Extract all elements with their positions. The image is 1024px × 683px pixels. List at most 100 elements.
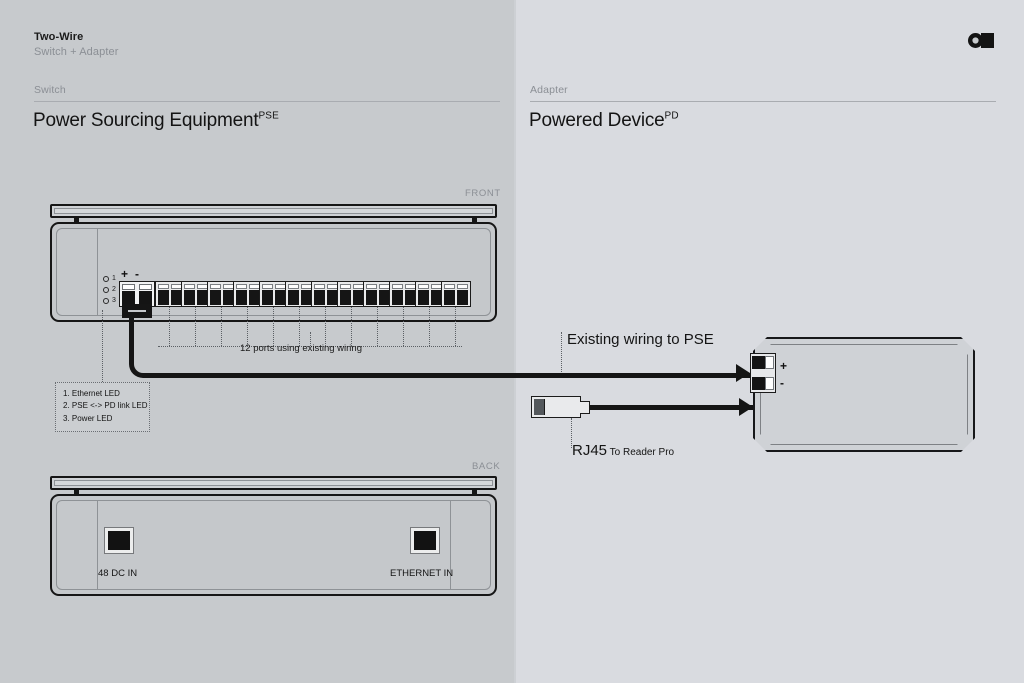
switch-port-jaw xyxy=(418,290,429,305)
ethernet-in-label: ETHERNET IN xyxy=(390,568,454,579)
switch-back-ear-right xyxy=(472,488,477,496)
switch-port-tick xyxy=(403,307,404,346)
switch-back-chassis-seam-left xyxy=(97,500,98,590)
pse-terminal-jaw-plus xyxy=(122,291,135,305)
switch-port-jaw xyxy=(158,290,169,305)
brand-subtitle: Switch + Adapter xyxy=(34,45,119,58)
switch-port-jaw xyxy=(223,290,234,305)
switch-port-tick xyxy=(247,307,248,346)
switch-port-tick xyxy=(273,307,274,346)
switch-front-ear-left xyxy=(74,216,79,224)
pd-adapter-body-inner xyxy=(760,344,968,445)
led-1-indicator xyxy=(103,276,109,282)
switch-port-jaw xyxy=(262,290,273,305)
pd-power-cable-wedge xyxy=(736,364,750,382)
pd-terminal-minus: - xyxy=(780,376,784,390)
switch-front-rack-bar xyxy=(50,204,497,218)
switch-port xyxy=(181,281,211,307)
pse-terminal-plus: + xyxy=(121,267,129,281)
pd-terminal-screw-minus xyxy=(765,377,774,390)
pd-terminal-jaw-minus xyxy=(752,377,766,390)
legend-leader-line xyxy=(102,310,103,382)
pd-terminal-plus: + xyxy=(780,359,788,373)
switch-port-jaw xyxy=(444,290,455,305)
circle-square-logo-icon xyxy=(968,33,994,48)
switch-port xyxy=(415,281,445,307)
rj45-callout-sub: To Reader Pro xyxy=(607,447,675,458)
legend-item-2: 2. PSE <-> PD link LED xyxy=(63,401,148,411)
switch-front-ear-right xyxy=(472,216,477,224)
switch-port-tick xyxy=(195,307,196,346)
ports-caption-leader xyxy=(310,332,311,346)
led-legend-box: 1. Ethernet LED 2. PSE <-> PD link LED 3… xyxy=(55,382,150,433)
pd-adapter-body xyxy=(753,337,975,452)
rj45-cable-wedge xyxy=(739,398,753,416)
switch-port-jaw xyxy=(366,290,377,305)
ports-bracket-line xyxy=(158,346,462,347)
switch-port-jaw xyxy=(301,290,312,305)
switch-port xyxy=(285,281,315,307)
switch-back-chassis-inner xyxy=(56,500,491,590)
switch-section-label: Switch xyxy=(34,84,66,96)
legend-item-3: 3. Power LED xyxy=(63,413,113,423)
switch-port-tick xyxy=(377,307,378,346)
back-view-tag: BACK xyxy=(472,461,501,472)
switch-port-jaw xyxy=(249,290,260,305)
switch-port-tick xyxy=(169,307,170,346)
switch-port-tick xyxy=(351,307,352,346)
pse-terminal-cable-leg-right xyxy=(146,304,152,316)
existing-wiring-callout: Existing wiring to PSE xyxy=(567,331,714,348)
adapter-section-title-text: Powered Device xyxy=(529,110,665,131)
rj45-clip-bar xyxy=(534,399,545,415)
switch-port-slot xyxy=(418,284,429,289)
switch-port xyxy=(155,281,185,307)
led-3-indicator xyxy=(103,298,109,304)
switch-section-title-text: Power Sourcing Equipment xyxy=(33,110,259,131)
adapter-section-title: Powered DevicePD xyxy=(529,110,679,132)
switch-port-jaw xyxy=(184,290,195,305)
switch-port xyxy=(233,281,263,307)
switch-front-chassis-seam xyxy=(97,228,98,316)
switch-port-jaw xyxy=(457,290,468,305)
rj45-boot xyxy=(580,401,590,414)
switch-port-tick xyxy=(299,307,300,346)
rj45-connector xyxy=(531,396,590,418)
switch-port-slot xyxy=(444,284,455,289)
switch-port xyxy=(337,281,367,307)
switch-port xyxy=(389,281,419,307)
switch-port-jaw xyxy=(197,290,208,305)
led-2-number: 2 xyxy=(112,286,116,293)
switch-port-slot xyxy=(314,284,325,289)
ports-caption: 12 ports using existing wiring xyxy=(240,343,362,354)
pse-terminal-jaw-minus xyxy=(139,291,152,305)
legend-item-1: 1. Ethernet LED xyxy=(63,389,120,398)
dc-in-label: 48 DC IN xyxy=(98,568,138,579)
switch-port-tick-lines xyxy=(155,307,465,347)
switch-port-tick xyxy=(221,307,222,346)
switch-port-slot xyxy=(262,284,273,289)
brand-block: Two-Wire Switch + Adapter xyxy=(34,30,118,60)
switch-port-jaw xyxy=(392,290,403,305)
switch-port-slot xyxy=(288,284,299,289)
switch-port-jaw xyxy=(405,290,416,305)
brand-title: Two-Wire xyxy=(34,31,84,43)
switch-port-slot xyxy=(392,284,403,289)
switch-port-jaw xyxy=(288,290,299,305)
switch-port-jaw xyxy=(275,290,286,305)
switch-port-row xyxy=(155,281,471,307)
switch-port-jaw xyxy=(210,290,221,305)
switch-port-slot xyxy=(184,284,195,289)
switch-section-title: Power Sourcing EquipmentPSE xyxy=(33,110,279,132)
switch-port-jaw xyxy=(327,290,338,305)
switch-section-title-sup: PSE xyxy=(258,110,280,122)
switch-port-jaw xyxy=(431,290,442,305)
switch-back-ear-left xyxy=(74,488,79,496)
switch-port-slot xyxy=(236,284,247,289)
rj45-callout: RJ45 To Reader Pro xyxy=(572,442,674,459)
existing-wiring-leader xyxy=(561,332,562,372)
ethernet-in-port xyxy=(410,527,440,554)
rj45-callout-leader xyxy=(571,418,572,448)
rj45-callout-text: RJ45 xyxy=(572,442,608,459)
dc-in-port xyxy=(104,527,134,554)
